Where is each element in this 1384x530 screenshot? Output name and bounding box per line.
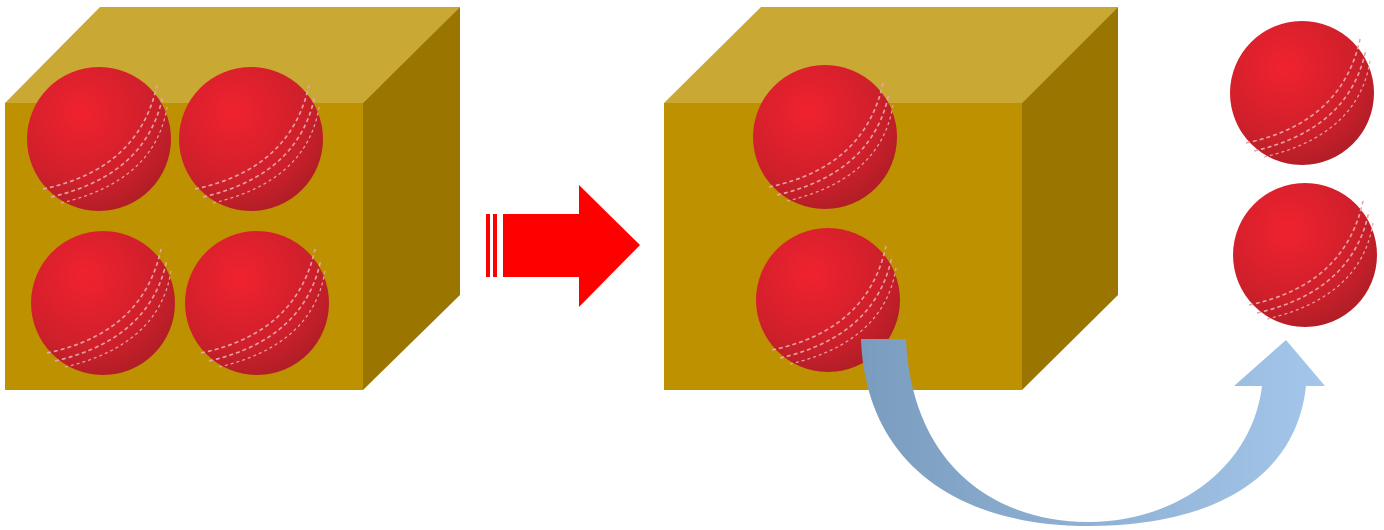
cricket-ball-icon	[26, 66, 172, 212]
cricket-ball-icon	[30, 230, 176, 376]
cricket-ball-icon	[1229, 20, 1375, 166]
cricket-ball-icon	[1232, 182, 1378, 328]
left-box	[5, 7, 460, 390]
cricket-ball-icon	[752, 64, 898, 210]
right-box	[664, 7, 1118, 390]
right-box-side-face	[1022, 7, 1118, 390]
curved-up-arrow-icon	[861, 339, 1325, 526]
removed-balls	[1229, 20, 1378, 328]
right-arrow-icon	[486, 185, 640, 307]
cricket-ball-icon	[184, 230, 330, 376]
left-box-side-face	[363, 7, 460, 390]
cricket-ball-icon	[178, 66, 324, 212]
right-box-top-face	[664, 7, 1118, 103]
